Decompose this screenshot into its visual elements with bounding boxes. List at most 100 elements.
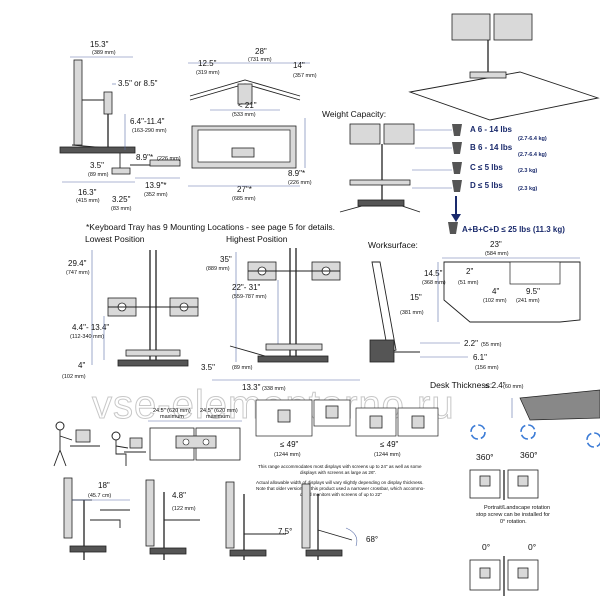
worksurface: Worksurface: 23" (584 mm) 14.5" (368 mm)… — [368, 240, 581, 371]
side-width: 15.3" — [90, 40, 109, 49]
weight-b-text: B 6 - 14 lbs — [470, 143, 513, 152]
lowest-b-mm: (102 mm) — [62, 374, 86, 380]
weight-item-d: D ≤ 5 lbs (2.3 kg) — [452, 180, 537, 192]
ws-d-mm: (102 mm) — [483, 298, 507, 304]
desk-thickness: Desk Thickness: ≤ 2.4" (60 mm) — [430, 380, 600, 421]
monitor-width-view: 24.5" (620 mm) maximum 24.5" (620 mm) ma… — [148, 408, 242, 461]
mon-d1: ≤ 49" — [280, 440, 299, 449]
mon-note-1: This range accommodates most displays wi… — [258, 464, 422, 469]
lowest-position: Lowest Position 29.4" (747 mm) 4.4"- 13.… — [62, 234, 199, 380]
rot-note-1: Portrait/Landscape rotation — [484, 505, 550, 511]
bot-a: 18" — [98, 481, 110, 490]
plan-a: 12.5" — [198, 59, 217, 68]
desk-val-mm: (60 mm) — [503, 384, 524, 390]
lowest-b: 4" — [78, 361, 85, 370]
mon-note-2: displays with screens as large as 26". — [300, 470, 376, 475]
plan-view: 28" (731 mm) 12.5" (319 mm) 14" (357 mm)… — [188, 47, 317, 202]
keyboard-note: *Keyboard Tray has 9 Mounting Locations … — [86, 222, 335, 232]
weight-title: Weight Capacity: — [322, 109, 386, 119]
lowest-h-mm: (747 mm) — [66, 270, 90, 276]
rot-note-3: 0° rotation. — [500, 519, 527, 525]
lowest-m: 4.4"- 13.4" — [72, 323, 109, 332]
rot-note-2: stop screw can be installed for — [476, 512, 550, 518]
side-d4: 8.9"* — [136, 153, 153, 162]
bot-a-mm: (45.7 cm) — [88, 493, 111, 499]
mon-w2-sub: maximum — [206, 414, 230, 420]
plan-c: 14" — [293, 61, 305, 70]
highest-position: Highest Position 35" (889 mm) 22"- 31" (… — [201, 234, 360, 392]
plan-f-mm: (685 mm) — [232, 196, 256, 202]
side-d4-mm: (226 mm) — [157, 156, 181, 162]
mon-w2: 24.5" (620 mm) — [200, 408, 238, 414]
rotation-views: 360° 360° Portrait/Landscape rotation st… — [469, 424, 600, 596]
side-d5: 13.9"* — [145, 181, 167, 190]
highest-b-mm: (89 mm) — [232, 365, 253, 371]
mon-d1-mm: (1244 mm) — [274, 452, 301, 458]
side-h2-mm: (163-290 mm) — [132, 128, 167, 134]
ws-c-mm: (51 mm) — [458, 280, 479, 286]
desk-val: ≤ 2.4" — [485, 381, 506, 390]
plan-d: < 21" — [238, 101, 257, 110]
highest-w: 13.3" — [242, 383, 261, 392]
mon-note-3: Actual allowable width of displays will … — [256, 480, 424, 485]
ws-g: 2.2" — [464, 339, 478, 348]
ws-c: 2" — [466, 267, 473, 276]
ws-d: 4" — [492, 287, 499, 296]
ergonomic-figures — [53, 421, 146, 467]
highest-w-mm: (338 mm) — [262, 386, 286, 392]
ws-e: 9.5" — [526, 287, 540, 296]
lowest-title: Lowest Position — [85, 234, 145, 244]
plan-e: 8.9"* — [288, 169, 305, 178]
plan-a-mm: (319 mm) — [196, 70, 220, 76]
rot-z1: 0° — [482, 542, 490, 552]
side-width-mm: (389 mm) — [92, 50, 116, 56]
tray-side-views: 18" (45.7 cm) 4.8" (122 mm) 7.5° 68° — [63, 477, 378, 560]
plan-b-mm: (731 mm) — [248, 57, 272, 63]
ws-e-mm: (241 mm) — [516, 298, 540, 304]
side-d1: 3.5" — [90, 161, 104, 170]
weight-capacity: Weight Capacity: A 6 - 14 lbs (2.7-6.4 k… — [322, 109, 565, 234]
mon-w1: 24.5" (620 mm) — [153, 408, 191, 414]
weight-c-sub: (2.3 kg) — [518, 168, 537, 174]
worksurface-title: Worksurface: — [368, 240, 418, 250]
weight-total: A+B+C+D ≤ 25 lbs (11.3 kg) — [462, 225, 565, 234]
side-h2: 6.4"-11.4" — [130, 117, 165, 126]
ws-a: 23" — [490, 240, 502, 249]
weight-d-sub: (2.3 kg) — [518, 186, 537, 192]
highest-r-mm: (559-787 mm) — [232, 294, 267, 300]
side-d3: 3.25" — [112, 195, 131, 204]
side-d3-mm: (83 mm) — [111, 206, 132, 212]
highest-r: 22"- 31" — [232, 283, 261, 292]
weight-c-text: C ≤ 5 lbs — [470, 163, 503, 172]
plan-c-mm: (357 mm) — [293, 73, 317, 79]
ws-f-mm: (381 mm) — [400, 310, 424, 316]
ws-g-mm: (55 mm) — [481, 342, 502, 348]
perspective-illustration — [408, 13, 600, 121]
ws-b: 14.5" — [424, 269, 443, 278]
rot-r1: 360° — [476, 452, 494, 462]
bot-c: 7.5° — [278, 527, 292, 536]
bot-d: 68° — [366, 535, 378, 544]
rot-r2: 360° — [520, 450, 538, 460]
highest-title: Highest Position — [226, 234, 288, 244]
ws-a-mm: (584 mm) — [485, 251, 509, 257]
weight-a-sub: (2.7-6.4 kg) — [518, 136, 547, 142]
monitor-range-view: ≤ 49" (1244 mm) ≤ 49" (1244 mm) This ran… — [255, 399, 439, 497]
mon-note-5: dated monitors with screens of up to 22" — [300, 492, 382, 497]
side-h1: 3.5" or 8.5" — [118, 79, 158, 88]
lowest-m-mm: (112-340 mm) — [70, 334, 104, 340]
mon-note-4: Note that older versions of this product… — [256, 486, 425, 491]
highest-b: 3.5" — [201, 363, 215, 372]
plan-e-mm: (226 mm) — [288, 180, 312, 186]
bot-b-mm: (122 mm) — [172, 506, 196, 512]
weight-item-b: B 6 - 14 lbs (2.7-6.4 kg) — [452, 142, 547, 158]
side-view: 15.3" (389 mm) 3.5" or 8.5" 6.4"-11.4" (… — [59, 40, 181, 212]
lowest-h: 29.4" — [68, 259, 87, 268]
side-d5-mm: (352 mm) — [144, 192, 168, 198]
rot-z2: 0° — [528, 542, 536, 552]
weight-item-a: A 6 - 14 lbs (2.7-6.4 kg) — [452, 124, 547, 142]
plan-f: 27"* — [237, 185, 252, 194]
mon-w1-sub: maximum — [160, 414, 184, 420]
side-d2-mm: (415 mm) — [76, 198, 100, 204]
